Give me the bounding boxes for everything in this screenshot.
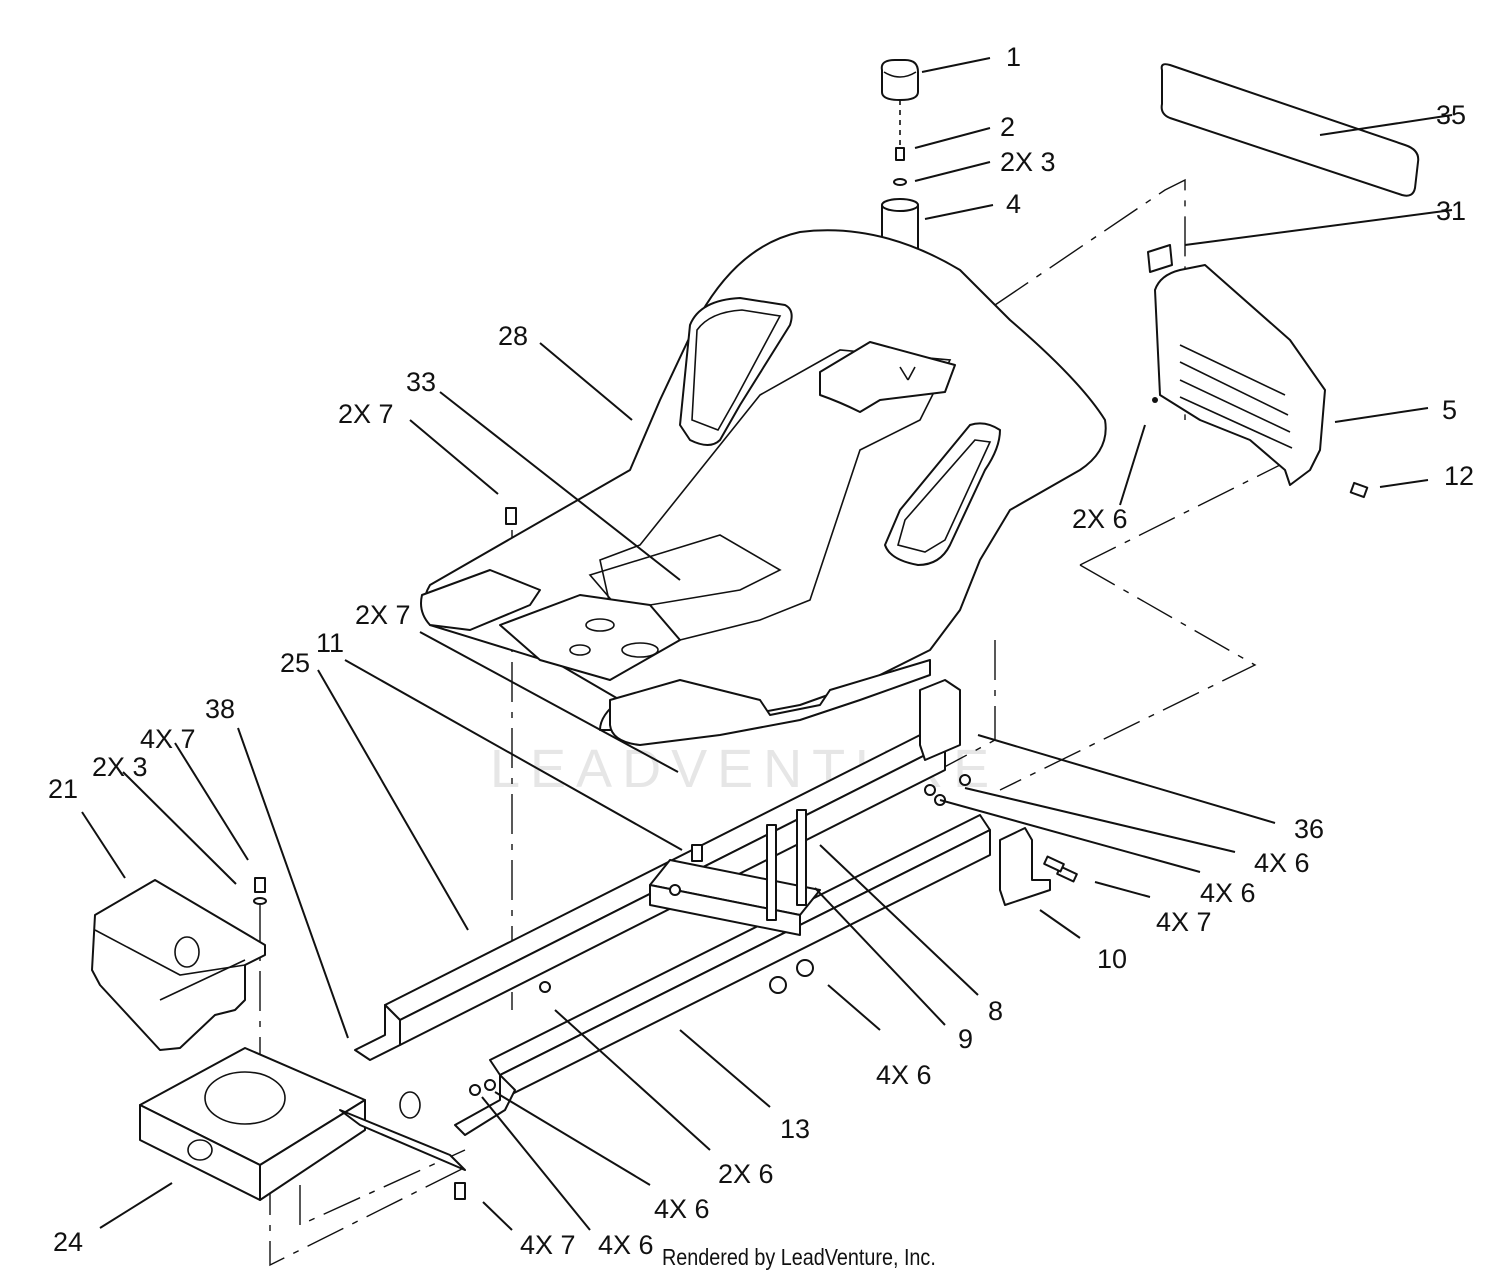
callout-2x3-b: 2X 3 [92, 752, 148, 782]
callout-24: 24 [53, 1227, 83, 1257]
part-13-frame-rail [454, 814, 991, 1136]
part-9-spacers [766, 809, 807, 921]
callout-13: 13 [780, 1114, 810, 1144]
callout-4x6-b: 4X 6 [1200, 878, 1256, 908]
callout-4x7-c: 4X 7 [520, 1230, 576, 1260]
footer-credit: Rendered by LeadVenture, Inc. [662, 1244, 936, 1270]
callout-2x7-b: 2X 7 [355, 600, 411, 630]
part-28-fender [420, 229, 1107, 746]
part-12-bolt [1349, 481, 1369, 499]
callout-1: 1 [1006, 42, 1021, 72]
callout-9: 9 [958, 1024, 973, 1054]
part-2-screw [895, 100, 905, 161]
callout-21: 21 [48, 774, 78, 804]
part-5-cover [1152, 264, 1326, 486]
callout-2: 2 [1000, 112, 1015, 142]
callout-4x6-e: 4X 6 [598, 1230, 654, 1260]
callout-8: 8 [988, 996, 1003, 1026]
callout-labels: 1 2 2X 3 4 35 31 28 33 2X 7 5 12 2X 6 2X… [48, 42, 1474, 1260]
callout-4x7-b: 4X 7 [1156, 907, 1212, 937]
part-1-knob [880, 59, 919, 101]
callout-2x6-b: 2X 6 [718, 1159, 774, 1189]
part-3-washer [893, 178, 907, 186]
leader-lines [81, 57, 1453, 1231]
callout-25: 25 [280, 648, 310, 678]
bolts [454, 507, 1078, 1200]
part-35-strip [1160, 63, 1420, 197]
callout-11: 11 [316, 628, 344, 658]
part-31-decal [1147, 244, 1173, 273]
callout-12: 12 [1444, 461, 1474, 491]
callout-10: 10 [1097, 944, 1127, 974]
part-24-plate [139, 1047, 466, 1201]
callout-2x6-a: 2X 6 [1072, 504, 1128, 534]
part-10-bracket [999, 827, 1051, 906]
callout-3: 2X 3 [1000, 147, 1056, 177]
nuts-4x6 [469, 774, 971, 1096]
callout-5: 5 [1442, 395, 1457, 425]
callout-4: 4 [1006, 189, 1021, 219]
callout-4x6-d: 4X 6 [654, 1194, 710, 1224]
callout-4x7-a: 4X 7 [140, 724, 196, 754]
part-36-bracket [919, 679, 961, 761]
callout-4x6-c: 4X 6 [876, 1060, 932, 1090]
callout-31: 31 [1436, 196, 1466, 226]
callout-28: 28 [498, 321, 528, 351]
callout-38: 38 [205, 694, 235, 724]
part-3-screws [253, 877, 267, 905]
callout-33: 33 [406, 367, 436, 397]
callout-35: 35 [1436, 100, 1466, 130]
callout-2x7-a: 2X 7 [338, 399, 394, 429]
callout-4x6-a: 4X 6 [1254, 848, 1310, 878]
part-21-housing [91, 879, 266, 1051]
callout-36: 36 [1294, 814, 1324, 844]
